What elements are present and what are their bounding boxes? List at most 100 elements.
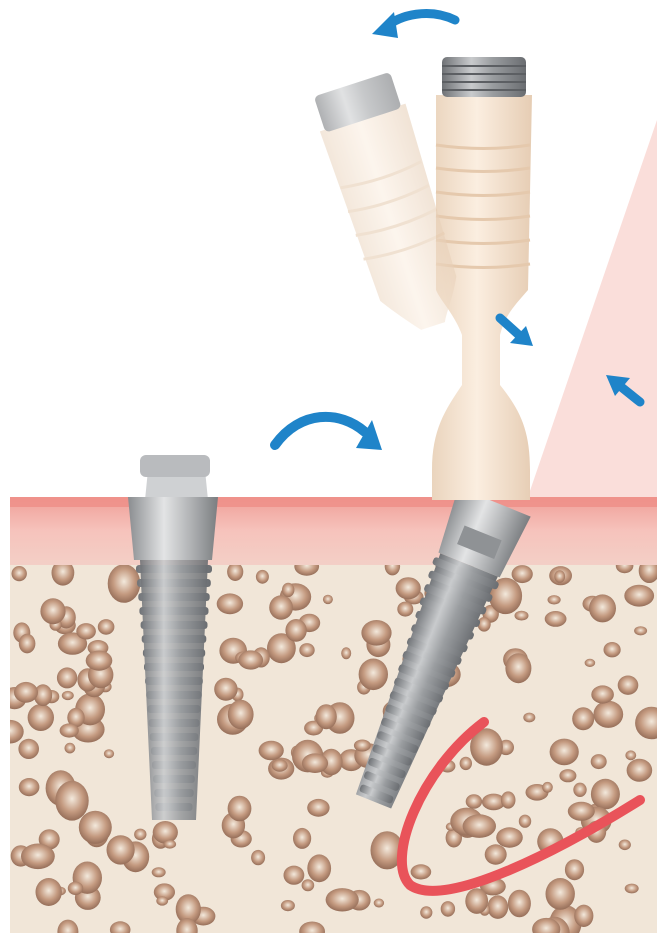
bone-pore xyxy=(573,783,586,797)
bone-pore xyxy=(62,691,74,700)
bone-pore xyxy=(214,678,237,701)
bone-pore xyxy=(238,650,263,669)
bone-pore xyxy=(153,821,178,844)
bone-pore xyxy=(18,739,39,759)
bone-pore xyxy=(256,570,269,584)
bone-pore xyxy=(164,840,177,849)
bone-pore xyxy=(591,754,607,769)
bone-pore xyxy=(68,882,83,895)
bone-pore xyxy=(545,611,567,627)
bone-pore xyxy=(28,704,54,731)
bone-pore xyxy=(40,598,65,624)
bone-pore xyxy=(14,682,38,703)
bone-pore xyxy=(546,878,575,910)
bone-pore xyxy=(307,799,329,817)
bone-pore xyxy=(65,743,76,754)
bone-pore xyxy=(463,814,496,838)
bone-pore xyxy=(512,565,533,583)
bone-pore xyxy=(591,779,620,810)
bone-pore xyxy=(411,864,432,879)
bone-pore xyxy=(19,778,40,796)
bone-pore xyxy=(228,700,254,729)
bone-pore xyxy=(269,595,293,619)
bone-pore xyxy=(501,791,516,808)
bone-pore xyxy=(60,723,79,737)
bone-pore xyxy=(284,866,305,885)
bone-pore xyxy=(19,634,36,654)
bone-pore xyxy=(55,781,88,821)
bone-pore xyxy=(57,667,77,688)
bone-pore xyxy=(441,901,455,917)
bone-pore xyxy=(228,796,252,822)
bone-pore xyxy=(272,759,288,771)
bone-pore xyxy=(341,647,351,659)
bone-pore xyxy=(591,685,614,703)
bone-pore xyxy=(618,676,639,695)
bone-pore xyxy=(307,854,331,882)
bone-pore xyxy=(523,713,535,723)
bone-pore xyxy=(559,769,576,782)
bone-pore xyxy=(302,753,328,773)
bone-pore xyxy=(299,643,314,657)
bone-pore xyxy=(285,619,306,642)
bone-pore xyxy=(326,888,359,911)
bone-pore xyxy=(619,840,631,851)
bone-pore xyxy=(420,906,432,918)
bone-pore xyxy=(589,594,616,622)
bone-pore xyxy=(465,888,488,914)
bone-pore xyxy=(625,884,639,894)
bone-pore xyxy=(361,620,391,646)
bone-pore xyxy=(281,900,295,911)
bone-pore xyxy=(485,844,507,864)
bone-pore xyxy=(519,815,531,828)
bone-pore xyxy=(12,566,27,581)
bone-pore xyxy=(359,659,388,691)
bone-pore xyxy=(515,611,529,621)
bone-pore xyxy=(505,653,531,683)
gum-tissue xyxy=(10,497,657,565)
bone-pore xyxy=(604,642,621,657)
bone-pore xyxy=(496,827,523,847)
bone-pore xyxy=(565,859,584,880)
curved-arrow-right-icon xyxy=(275,417,382,450)
bone-pore xyxy=(323,595,333,604)
bone-pore xyxy=(396,577,421,599)
bone-pore xyxy=(487,895,508,919)
bone-pore xyxy=(259,741,284,760)
curved-arrow-left-icon xyxy=(372,12,455,38)
bone-pore xyxy=(550,739,579,766)
bone-pore xyxy=(574,905,593,927)
bone-pore xyxy=(107,835,135,864)
bone-pore xyxy=(397,602,413,617)
bone-pore xyxy=(108,564,141,603)
bone-pore xyxy=(624,585,654,607)
bone-pore xyxy=(156,896,168,905)
bone-pore xyxy=(251,850,265,865)
bone-pore xyxy=(282,583,294,597)
bone-pore xyxy=(460,757,472,770)
bone-pore xyxy=(542,782,553,793)
bone-pore xyxy=(98,619,115,635)
bone-pore xyxy=(152,867,166,877)
bone-pore xyxy=(86,651,113,671)
press-arrow-left-icon xyxy=(500,318,533,346)
bone-pore xyxy=(554,570,565,583)
bone-pore xyxy=(374,899,384,908)
bone-pore xyxy=(593,701,623,728)
bone-pore xyxy=(79,811,112,844)
bone-pore xyxy=(293,828,311,849)
bone-pore xyxy=(572,707,594,730)
bone-pore xyxy=(21,844,55,870)
bone-pore xyxy=(134,829,146,841)
bone-pore xyxy=(634,626,647,635)
bone-pore xyxy=(302,879,315,891)
bone-pore xyxy=(568,802,595,821)
bone-pore xyxy=(104,749,114,758)
bone-pore xyxy=(508,890,531,918)
bone-pore xyxy=(625,750,636,760)
bone-pore xyxy=(548,595,561,604)
bone-pore xyxy=(466,794,482,808)
bone-pore xyxy=(227,563,243,581)
bone-pore xyxy=(36,878,62,906)
